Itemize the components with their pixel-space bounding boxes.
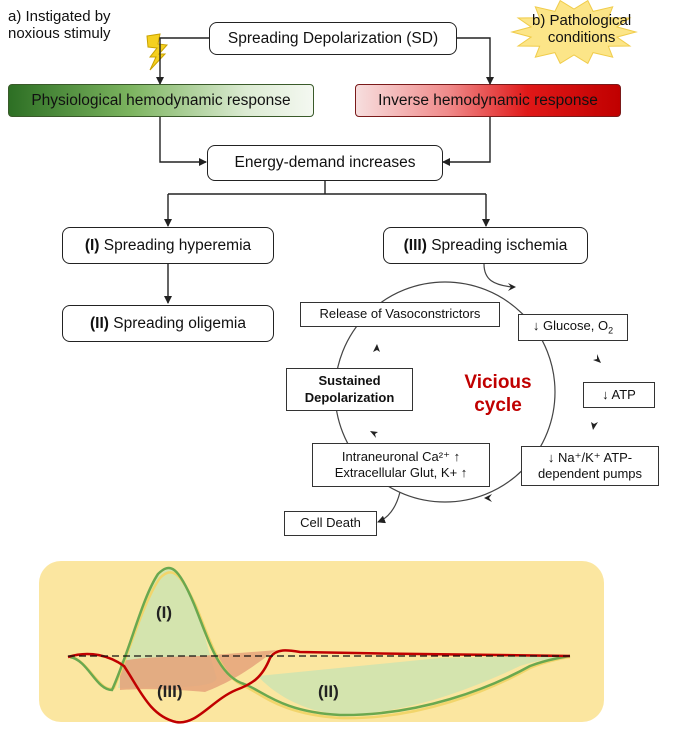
vicious-title-line1: Vicious [464, 372, 532, 393]
sustained-line2: Depolarization [304, 389, 395, 405]
ischemia-area [120, 650, 278, 692]
atp-box: ↓ ATP [583, 382, 655, 408]
sd-box: Spreading Depolarization (SD) [209, 22, 457, 55]
glucose-subscript: 2 [608, 325, 614, 336]
physiological-response-box: Physiological hemodynamic response [8, 84, 314, 117]
glucose-label: ↓ Glucose, O2 [533, 318, 613, 337]
energy-demand-box: Energy-demand increases [207, 145, 443, 181]
energy-label: Energy-demand increases [234, 154, 416, 171]
ischemia-box: (III) Spreading ischemia [383, 227, 588, 264]
sustained-depolarization-box: Sustained Depolarization [286, 368, 413, 411]
cell-death-box: Cell Death [284, 511, 377, 536]
hyperemia-text: Spreading hyperemia [99, 236, 252, 254]
annotation-b-line1: b) Pathological [532, 12, 632, 29]
physiological-label: Physiological hemodynamic response [31, 91, 291, 109]
inverse-to-energy-line [442, 117, 491, 166]
ischemia-num: (III) [403, 236, 427, 254]
curve-label-hyperemia: (I) [156, 603, 172, 622]
calcium-line1: Intraneuronal Ca²⁺ ↑ [341, 448, 461, 464]
sd-label: Spreading Depolarization (SD) [227, 29, 439, 47]
cycle-to-cell-death-line [377, 491, 401, 524]
annotation-a-line2: noxious stimuly [8, 25, 111, 43]
annotation-a: a) Instigated by noxious stimuly [8, 8, 111, 43]
atp-label: ↓ ATP [602, 386, 636, 402]
physiological-to-energy-line [159, 117, 207, 166]
energy-split-line [168, 180, 486, 195]
sd-to-inverse-line [456, 37, 494, 85]
vicious-title-line2: cycle [474, 394, 522, 416]
pumps-box: ↓ Na⁺/K⁺ ATP- dependent pumps [521, 446, 659, 486]
glucose-box: ↓ Glucose, O2 [518, 314, 628, 341]
glucose-text: ↓ Glucose, O [532, 318, 609, 334]
curve-label-oligemia: (II) [318, 682, 339, 701]
vasoconstrictors-label: Release of Vasoconstrictors [319, 306, 481, 322]
sustained-line1: Sustained [318, 373, 381, 389]
lightning-icon [146, 33, 169, 71]
pumps-line2: dependent pumps [537, 466, 643, 481]
annotation-a-line1: a) Instigated by [8, 8, 111, 25]
oligemia-area [258, 656, 570, 715]
vasoconstrictors-box: Release of Vasoconstrictors [300, 302, 500, 327]
cell-death-label: Cell Death [300, 515, 361, 531]
red-curve [67, 649, 571, 724]
annotation-b: b) Pathological conditions [532, 12, 631, 47]
green-curve [69, 566, 571, 717]
curve-label-ischemia: (III) [157, 682, 183, 701]
pumps-line1: ↓ Na⁺/K⁺ ATP- [547, 449, 633, 465]
sd-to-physiological-line [156, 37, 210, 85]
inverse-response-box: Inverse hemodynamic response [355, 84, 621, 117]
oligemia-box: (II) Spreading oligemia [62, 305, 274, 342]
starburst-shape [510, 0, 638, 65]
cycle-direction-marks [370, 283, 601, 502]
ischemia-text: Spreading ischemia [426, 236, 568, 254]
oligemia-num: (II) [90, 314, 109, 332]
vicious-cycle-title: Vicious cycle [448, 372, 548, 418]
hyperemia-num: (I) [84, 236, 100, 254]
annotation-b-line2: conditions [547, 29, 616, 47]
calcium-box: Intraneuronal Ca²⁺ ↑ Extracellular Glut,… [312, 443, 490, 487]
oligemia-text: Spreading oligemia [108, 314, 246, 332]
calcium-line2: Extracellular Glut, K+ ↑ [334, 465, 468, 480]
inverse-label: Inverse hemodynamic response [378, 91, 598, 109]
hyperemia-box: (I) Spreading hyperemia [62, 227, 274, 264]
ischemia-to-cycle-line [483, 263, 513, 288]
